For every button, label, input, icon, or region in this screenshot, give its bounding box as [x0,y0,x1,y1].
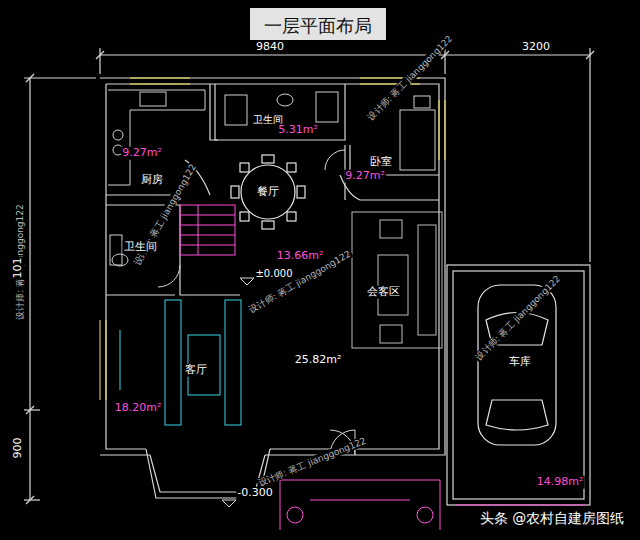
dining-table [231,155,305,229]
bed [400,96,435,170]
watermark: 设计师: 蒋工 jianggong122 [473,273,563,363]
room-area: 25.82m² [294,354,343,367]
room-name: 会客区 [366,286,401,299]
room-area: 9.27m² [344,170,386,183]
elevation: -0.300 [236,487,273,500]
title-box: 一层平面布局 [250,8,386,40]
doors [158,150,355,455]
room-name: 厨房 [140,174,164,187]
car [478,285,556,445]
room-name: 餐厅 [256,186,280,199]
walls [24,48,594,505]
dimension: 3200 [521,41,551,54]
windows [100,78,445,400]
kitchen-fixtures [108,90,338,266]
elevation: ±0.000 [254,268,293,280]
room-name: 卧室 [369,156,393,169]
dimension: 101 [12,257,25,280]
room-area: 13.66m² [276,250,325,263]
room-area: 5.31m² [277,124,319,137]
room-name: 客厅 [184,364,208,377]
title: 一层平面布局 [264,14,372,38]
watermark: 设计师: 蒋工 jianggong122 [365,33,455,123]
room-area: 9.27m² [121,147,163,160]
source-credit: 头条 @农村自建房图纸 [479,510,625,526]
dimension: 900 [12,437,25,460]
room-name: 卫生间 [123,241,158,254]
watermark: 设计师: 蒋工 jianggong122 [256,435,369,489]
stairs [180,205,235,255]
dimension: 9840 [255,41,285,54]
room-area: 14.98m² [536,476,585,489]
room-name: 车库 [508,356,532,369]
room-area: 18.20m² [114,402,163,415]
sofa-set [352,212,442,348]
